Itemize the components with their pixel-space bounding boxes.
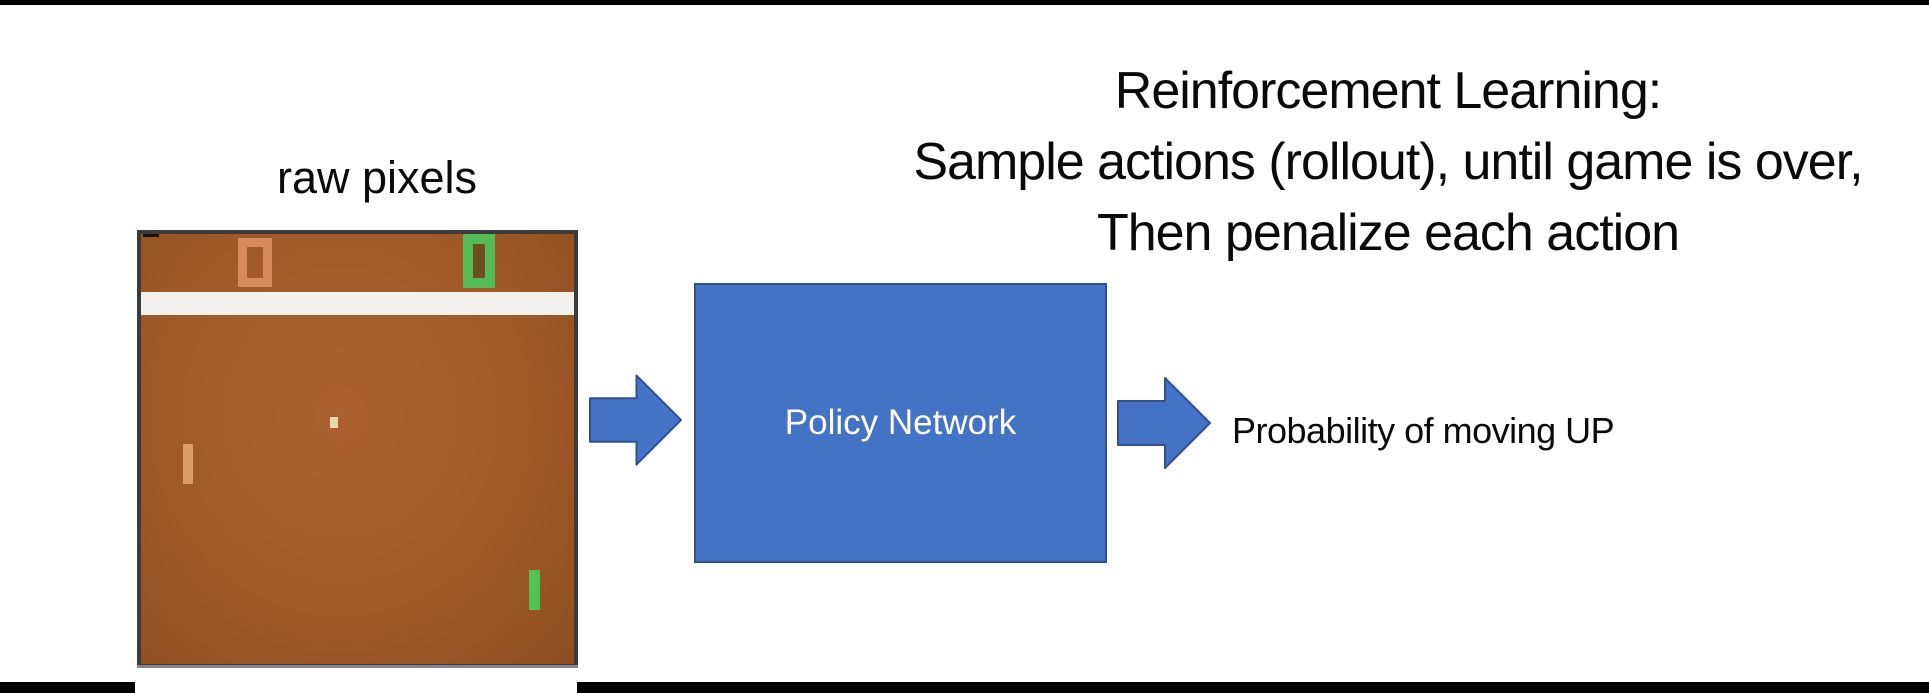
input-arrow-icon (589, 374, 683, 466)
left-paddle (183, 444, 193, 484)
title-line-1: Reinforcement Learning: (1114, 62, 1662, 120)
screen-artifact-tick (143, 234, 159, 237)
ball (330, 417, 338, 428)
title-line-2: Sample actions (rollout), until game is … (913, 133, 1863, 191)
left-score-digit: 0 (238, 238, 272, 287)
right-score-digit: 0 (463, 234, 495, 288)
output-arrow-icon (1117, 377, 1211, 469)
letterbox-bar-top (0, 0, 1929, 5)
right-paddle (529, 570, 540, 610)
letterbox-bar-bottom-right (577, 682, 1929, 693)
raw-pixels-label: raw pixels (276, 152, 478, 203)
policy-network-label: Policy Network (784, 403, 1017, 442)
top-wall (141, 292, 574, 315)
policy-network-box: Policy Network (694, 283, 1107, 563)
title-line-3: Then penalize each action (1096, 204, 1680, 262)
pong-frame-highlight (137, 665, 578, 668)
probability-output-label: Probability of moving UP (1232, 410, 1615, 451)
pong-screenshot: 0 0 (137, 230, 578, 668)
letterbox-bar-bottom-left (0, 682, 135, 693)
slide-title: Reinforcement Learning: Sample actions (… (828, 56, 1929, 269)
